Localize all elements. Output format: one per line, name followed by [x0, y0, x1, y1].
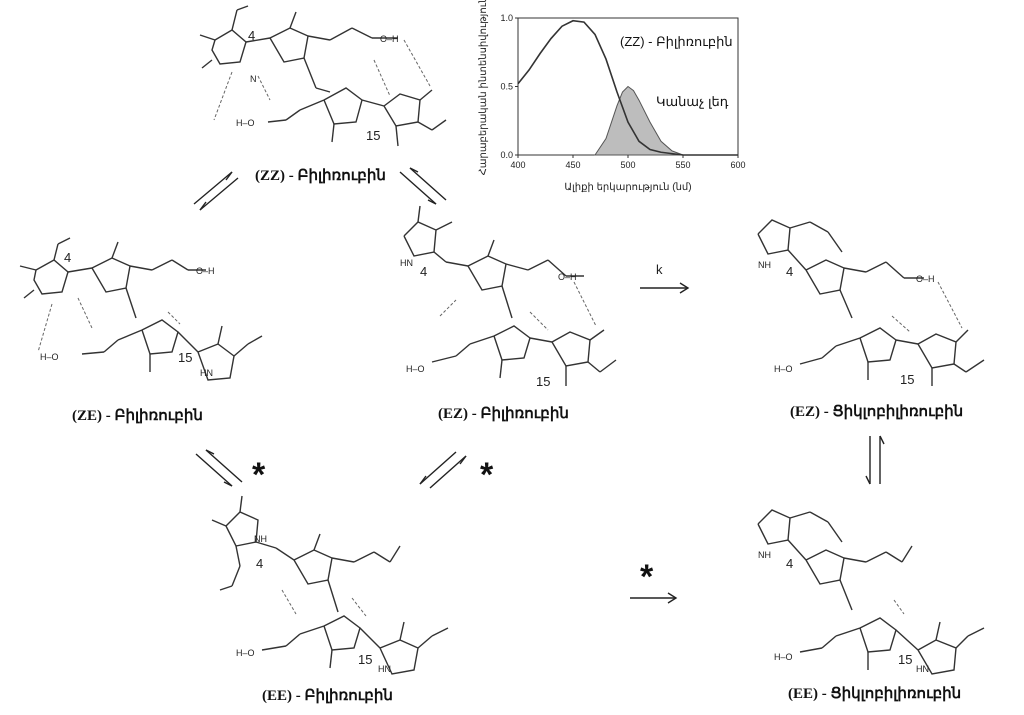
atom-hn: HN	[400, 258, 413, 268]
x-tick-label: 600	[730, 160, 745, 170]
atom-nh: NH	[758, 550, 771, 560]
reaction-arrow-star: *	[630, 558, 678, 604]
atom-ho: H–O	[774, 364, 793, 374]
legend-green-led: Կանաչ լեդ	[656, 94, 729, 109]
legend-zz-bilirubin: (ZZ) - Բիլիռուբին	[620, 34, 733, 49]
atom-ho: H–O	[774, 652, 793, 662]
molecule-ez-cyclobilirubin: NH 4 15 H–O O–H	[757, 219, 985, 387]
locant-15: 15	[366, 128, 380, 143]
equilibrium-zz-ez	[399, 167, 447, 205]
atom-ho: H–O	[236, 648, 255, 658]
spectrum-chart: 400 450 500 550 600 0.0 0.5 1.0 Ալիքի երկարությ…	[478, 0, 746, 193]
molecule-ze: 4 15 H–O O–H HN	[19, 237, 263, 381]
locant-4: 4	[786, 264, 793, 279]
x-tick-label: 500	[620, 160, 635, 170]
locant-4: 4	[256, 556, 263, 571]
label-zz-bilirubin: (ZZ) - Բիլիռուբին	[255, 168, 386, 184]
atom-hn: HN	[378, 664, 391, 674]
atom-ho: H–O	[40, 352, 59, 362]
locant-15: 15	[358, 652, 372, 667]
atom-oh: O–H	[916, 274, 935, 284]
molecule-zz-top: N H–O O–H 4 15	[199, 5, 447, 147]
y-tick-label: 0.0	[500, 150, 513, 160]
locant-15: 15	[178, 350, 192, 365]
label-ez-bilirubin: (EZ) - Բիլիռուբին	[438, 406, 569, 422]
rate-constant-k: k	[656, 262, 663, 277]
locant-4: 4	[420, 264, 427, 279]
atom-oh: O–H	[380, 34, 399, 44]
molecule-ez: HN 4 15 H–O O–H	[400, 205, 617, 389]
equilibrium-ez-ee: *	[419, 451, 494, 494]
locant-15: 15	[898, 652, 912, 667]
y-axis-label: Հարաբերական ինտենսիվություն	[478, 0, 489, 175]
locant-4: 4	[64, 250, 71, 265]
locant-4: 4	[248, 28, 255, 43]
label-ee-bilirubin: (EE) - Բիլիռուբին	[262, 688, 393, 704]
atom-ho: H–O	[406, 364, 425, 374]
x-axis-label: Ալիքի երկարություն (նմ)	[564, 182, 691, 193]
atom-oh: O–H	[558, 272, 577, 282]
equilibrium-ze-ee: *	[195, 449, 266, 494]
molecule-ee: NH 4 15 H–O HN	[211, 495, 449, 675]
series-green-led-area	[594, 85, 684, 156]
photo-star-ez-ee: *	[480, 456, 494, 494]
photo-star-ze-ee: *	[252, 456, 266, 494]
atom-n: N	[250, 74, 257, 84]
atom-hn: HN	[200, 368, 213, 378]
molecule-ee-cyclobilirubin: NH 4 15 H–O HN	[757, 509, 985, 675]
locant-4: 4	[786, 556, 793, 571]
photo-star-ee-cyclo: *	[640, 558, 654, 596]
x-tick-label: 400	[510, 160, 525, 170]
x-tick-label: 550	[675, 160, 690, 170]
atom-hn: HN	[916, 664, 929, 674]
reaction-arrow-k: k	[640, 262, 690, 294]
y-tick-label: 1.0	[500, 13, 513, 23]
atom-nh: NH	[758, 260, 771, 270]
equilibrium-zz-ze	[193, 171, 239, 211]
label-ze-bilirubin: (ZE) - Բիլիռուբին	[72, 408, 203, 424]
label-ez-cyclobilirubin: (EZ) - Ցիկլոբիլիռուբին	[790, 404, 963, 420]
label-ee-cyclobilirubin: (EE) - Ցիկլոբիլիռուբին	[788, 686, 961, 702]
atom-ho: H–O	[236, 118, 255, 128]
atom-oh: O–H	[196, 266, 215, 276]
equilibrium-ez-ee-cyclo	[865, 435, 885, 485]
y-tick-label: 0.5	[500, 82, 513, 92]
locant-15: 15	[900, 372, 914, 387]
x-tick-label: 450	[565, 160, 580, 170]
plot-ticks: 400 450 500 550 600 0.0 0.5 1.0	[500, 13, 745, 170]
atom-nh: NH	[254, 534, 267, 544]
locant-15: 15	[536, 374, 550, 389]
